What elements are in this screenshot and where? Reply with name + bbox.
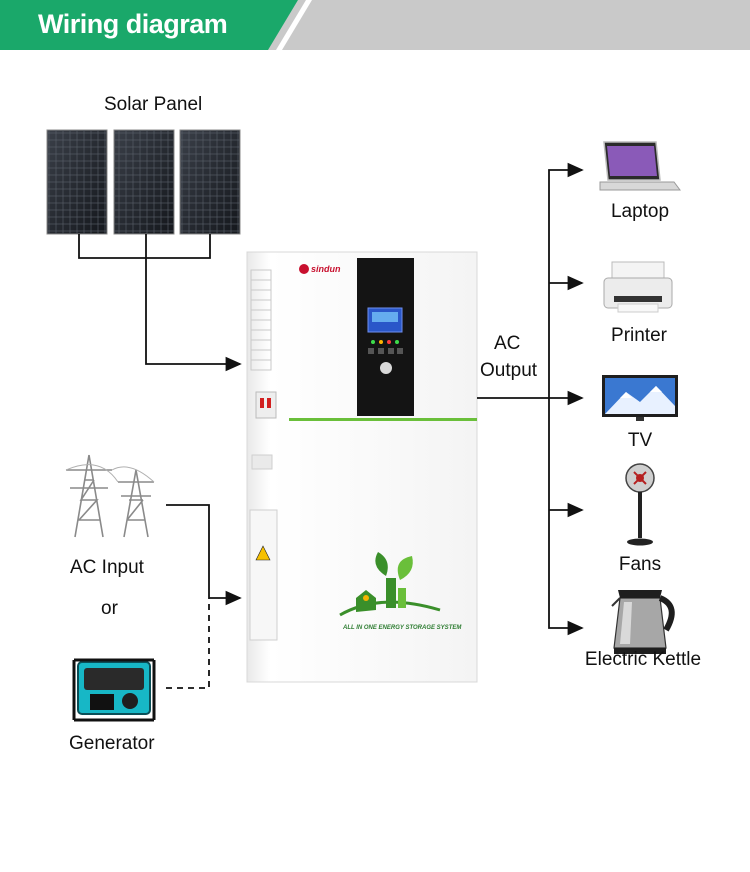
leaf-logo-icon <box>339 552 441 617</box>
page-title: Wiring diagram <box>38 9 228 39</box>
fan-icon <box>625 463 655 546</box>
ac-input-label: AC Input <box>70 557 144 578</box>
fans-label: Fans <box>618 554 662 575</box>
printer-icon <box>603 261 673 313</box>
generator-label: Generator <box>69 733 155 754</box>
or-label: or <box>101 598 118 619</box>
printer-label: Printer <box>611 325 667 346</box>
ac-output-label-line2: Output <box>480 360 538 381</box>
laptop-icon <box>599 141 681 191</box>
solar-wire <box>78 234 242 372</box>
electric-kettle-label: Electric Kettle <box>584 649 702 670</box>
energy-storage-unit: ALL IN ONE ENERGY STORAGE SYSTEM sindun <box>246 251 478 683</box>
solar-panel-icon <box>46 129 241 235</box>
transmission-tower-icon <box>65 454 155 538</box>
brand-logo: sindun <box>311 264 341 274</box>
solar-panel-label: Solar Panel <box>104 94 203 115</box>
laptop-label: Laptop <box>610 201 670 222</box>
header-banner <box>0 0 750 50</box>
generator-wire <box>166 598 210 689</box>
ac-input-wire <box>166 504 242 606</box>
unit-slogan: ALL IN ONE ENERGY STORAGE SYSTEM <box>342 625 462 631</box>
tv-label: TV <box>627 430 653 451</box>
tv-icon <box>602 375 678 421</box>
ac-output-label-line1: AC <box>494 333 521 354</box>
kettle-icon <box>611 590 675 654</box>
generator-icon <box>72 658 156 722</box>
output-wire <box>477 162 584 636</box>
